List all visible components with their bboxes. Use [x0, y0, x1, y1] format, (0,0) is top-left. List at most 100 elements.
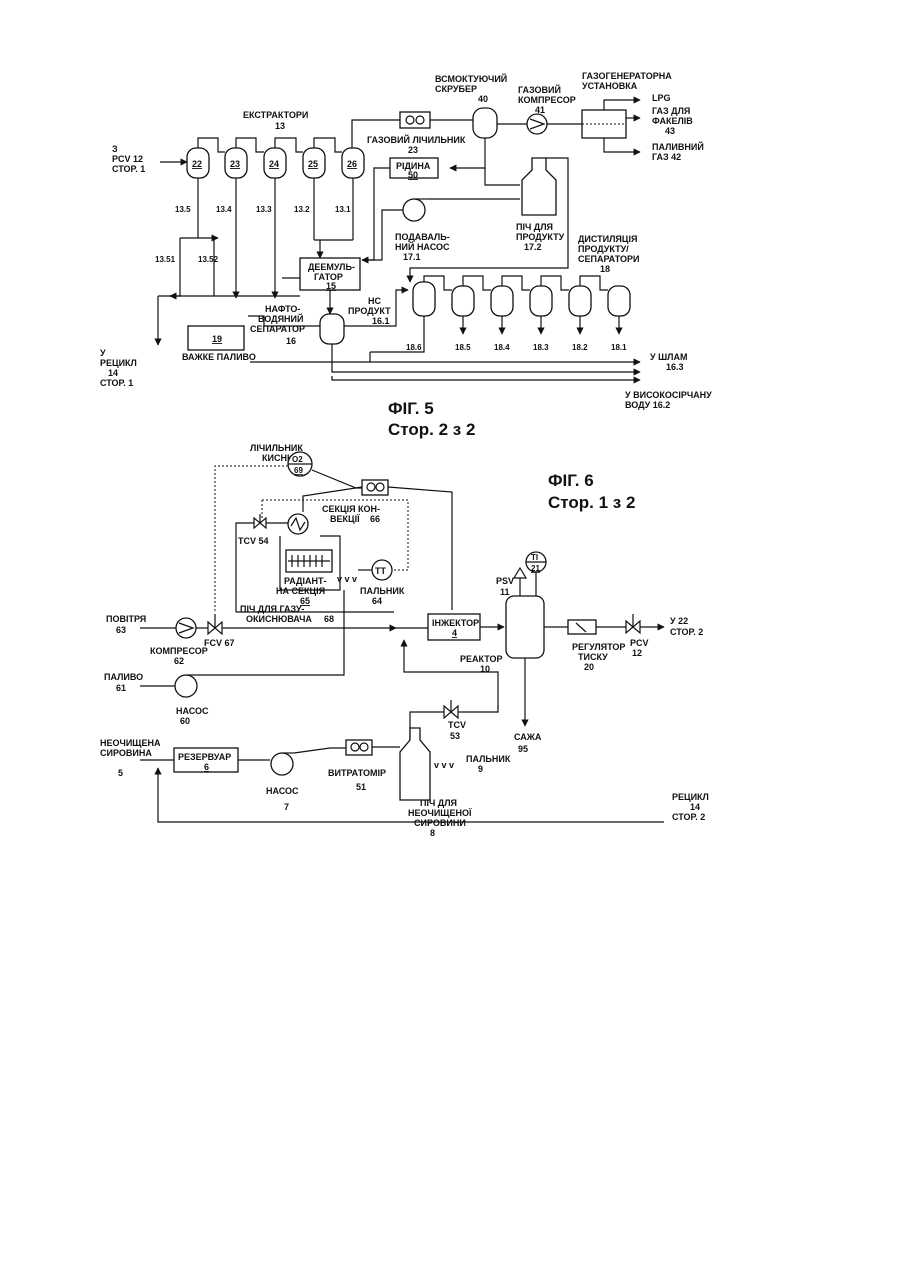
fuel-label: ПАЛИВО	[104, 672, 143, 682]
reactor-10	[506, 596, 544, 658]
scrubber-label-1: ВСМОКТУЮЧИЙ	[435, 73, 507, 84]
o2meter-label-1: ЛІЧИЛЬНИК	[250, 443, 303, 453]
tt-label: TT	[375, 566, 386, 576]
radiant-label-2: НА СЕКЦІЯ	[276, 586, 325, 596]
crude-furnace-8	[400, 728, 430, 800]
scrubber-num: 40	[478, 94, 488, 104]
compressor-label: КОМПРЕСОР	[150, 646, 208, 656]
psv-11	[514, 568, 526, 578]
feedpump-label-1: ПОДАВАЛЬ-	[395, 232, 450, 242]
fuel-num: 61	[116, 683, 126, 693]
recycle6-num: 14	[690, 802, 700, 812]
soot-num: 95	[518, 744, 528, 754]
sep-18-5-num: 18.5	[455, 343, 471, 352]
psv-label: PSV	[496, 576, 514, 586]
fcv-label: FCV 67	[204, 638, 235, 648]
compressor-label-1: ГАЗОВИЙ	[518, 84, 561, 95]
fig5-page: Стор. 2 з 2	[388, 420, 475, 439]
tcv53-num: 53	[450, 731, 460, 741]
crude-label-2: СИРОВИНА	[100, 748, 152, 758]
productfurnace-label-1: ПІЧ ДЛЯ	[516, 222, 553, 232]
gasgen-label-1: ГАЗОГЕНЕРАТОРНА	[582, 71, 672, 81]
separator-18-5	[452, 286, 474, 316]
burner-flame-64: v v v	[337, 574, 357, 584]
convection-label-1: СЕКЦІЯ КОН-	[322, 504, 380, 514]
pump7-label: НАСОС	[266, 786, 299, 796]
soot-label: САЖА	[514, 732, 542, 742]
crude-label-1: НЕОЧИЩЕНА	[100, 738, 161, 748]
distillation-label-2: ПРОДУКТУ/	[578, 244, 629, 254]
oil-water-separator-16	[320, 314, 344, 344]
feed-pump	[403, 199, 425, 221]
productfurnace-label-2: ПРОДУКТУ	[516, 232, 565, 242]
o2-num: 69	[294, 466, 303, 475]
gasgen-label-2: УСТАНОВКА	[582, 81, 638, 91]
flowmeter-num: 51	[356, 782, 366, 792]
distillation-label-1: ДИСТИЛЯЦІЯ	[578, 234, 637, 244]
separator-18-2	[569, 286, 591, 316]
fuel-pump-60	[175, 675, 197, 697]
liquid-num: 50	[408, 170, 418, 180]
crudefurnace-label-3: СИРОВИНИ	[414, 818, 466, 828]
to22-label: У 22	[670, 616, 688, 626]
flare-label-1: ГАЗ ДЛЯ	[652, 106, 690, 116]
pump60-num: 60	[180, 716, 190, 726]
feedpump-num: 17.1	[403, 252, 421, 262]
stream-13-1: 13.1	[335, 205, 351, 214]
compressor-label-2: КОМПРЕСОР	[518, 95, 576, 105]
oilwater-num: 16	[286, 336, 296, 346]
fig6-page: Стор. 1 з 2	[548, 493, 635, 512]
pressure-regulator-20	[568, 620, 596, 634]
burner-flame-9: v v v	[434, 760, 454, 770]
tank-num: 6	[204, 762, 209, 772]
crude-pump-7	[271, 753, 293, 775]
ncproduct-num: 16.1	[372, 316, 390, 326]
stream-13-3: 13.3	[256, 205, 272, 214]
ncproduct-label-2: ПРОДУКТ	[348, 306, 391, 316]
fig6-title: ФІГ. 6	[548, 471, 594, 490]
oxfurnace-num: 68	[324, 614, 334, 624]
stream-13-51: 13.51	[155, 255, 176, 264]
recycle-label-3: 14	[108, 368, 118, 378]
separator-18-6	[413, 282, 435, 316]
from-label-2: PCV 12	[112, 154, 143, 164]
injector-num: 4	[452, 628, 457, 638]
recycle-label-1: У	[100, 348, 106, 358]
pump60-label: НАСОС	[176, 706, 209, 716]
crudefurnace-num: 8	[430, 828, 435, 838]
productfurnace-num: 17.2	[524, 242, 542, 252]
stream-13-2: 13.2	[294, 205, 310, 214]
crudefurnace-label-1: ПІЧ ДЛЯ	[420, 798, 457, 808]
recycle6-label: РЕЦИКЛ	[672, 792, 709, 802]
product-furnace	[522, 158, 556, 215]
pressreg-label-2: ТИСКУ	[578, 652, 608, 662]
burner64-num: 64	[372, 596, 382, 606]
heavyfuel-label: ВАЖКЕ ПАЛИВО	[182, 352, 256, 362]
lpg-label: LPG	[652, 93, 671, 103]
injector-label: ІНЖЕКТОР	[432, 618, 479, 628]
oxfurnace-label-2: ОКИСНЮВАЧА	[246, 614, 312, 624]
extractor-23-num: 23	[230, 159, 240, 169]
flare-label-2: ФАКЕЛІВ	[652, 116, 693, 126]
feedpump-label-2: НИЙ НАСОС	[395, 241, 450, 252]
psv-num: 11	[500, 587, 510, 597]
burner9-label: ПАЛЬНИК	[466, 754, 511, 764]
demulsifier-label-1: ДЕЕМУЛЬ-	[308, 262, 355, 272]
burner64-label: ПАЛЬНИК	[360, 586, 405, 596]
reactor-label: РЕАКТОР	[460, 654, 503, 664]
crudefurnace-label-2: НЕОЧИЩЕНОЇ	[408, 808, 472, 818]
air-num: 63	[116, 625, 126, 635]
pcv-label: PCV	[630, 638, 649, 648]
scrubber-label-2: СКРУБЕР	[435, 84, 477, 94]
crude-num: 5	[118, 768, 123, 778]
burner9-num: 9	[478, 764, 483, 774]
stream-13-5: 13.5	[175, 205, 191, 214]
to22-page: СТОР. 2	[670, 627, 703, 637]
fuelgas-label-1: ПАЛИВНИЙ	[652, 141, 704, 152]
oxfurnace-label-1: ПІЧ ДЛЯ ГАЗУ-	[240, 604, 304, 614]
extractor-25-num: 25	[308, 159, 318, 169]
sep-18-2-num: 18.2	[572, 343, 588, 352]
tcv53-label: TCV	[448, 720, 466, 730]
pressreg-num: 20	[584, 662, 594, 672]
